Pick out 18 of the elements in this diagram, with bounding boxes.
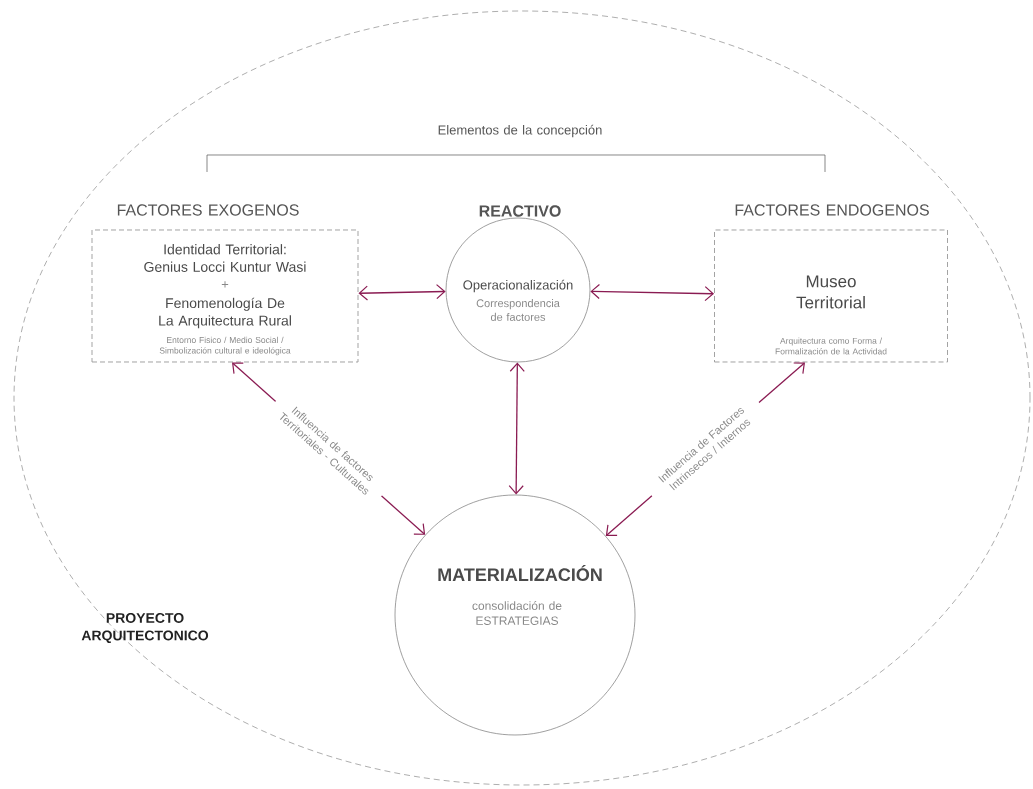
description-text: consolidación de ESTRATEGIAS (472, 601, 562, 625)
title-text: Operacionalización (463, 279, 573, 293)
double-arrow (358, 284, 446, 301)
bracket-label: Elementos de la concepción (438, 124, 602, 138)
heading: FACTORES ENDOGENOS (735, 204, 929, 216)
title-text: Fenomenología De La Arquitectura Rural (159, 297, 291, 329)
heading: REACTIVO (479, 205, 561, 217)
plus-sign: + (221, 281, 229, 288)
description-text: Entorno Fisico / Medio Social / Simbolización cultural e ideológica (159, 336, 291, 356)
group-label: PROYECTO ARQUITECTONICO (81, 612, 209, 643)
title-text: Identidad Territorial: Genius Locci Kuntur Wasi (144, 244, 306, 272)
double-arrow (590, 283, 715, 302)
heading: FACTORES EXOGENOS (117, 204, 299, 216)
title-text: MATERIALIZACIÓN (438, 564, 602, 582)
title-text: Museo Territorial (796, 275, 865, 309)
double-arrow (508, 362, 525, 495)
description-text: Correspondencia de factores (476, 299, 560, 321)
description-text: Arquitectura como Forma / Formalización de la Actividad (775, 337, 887, 355)
